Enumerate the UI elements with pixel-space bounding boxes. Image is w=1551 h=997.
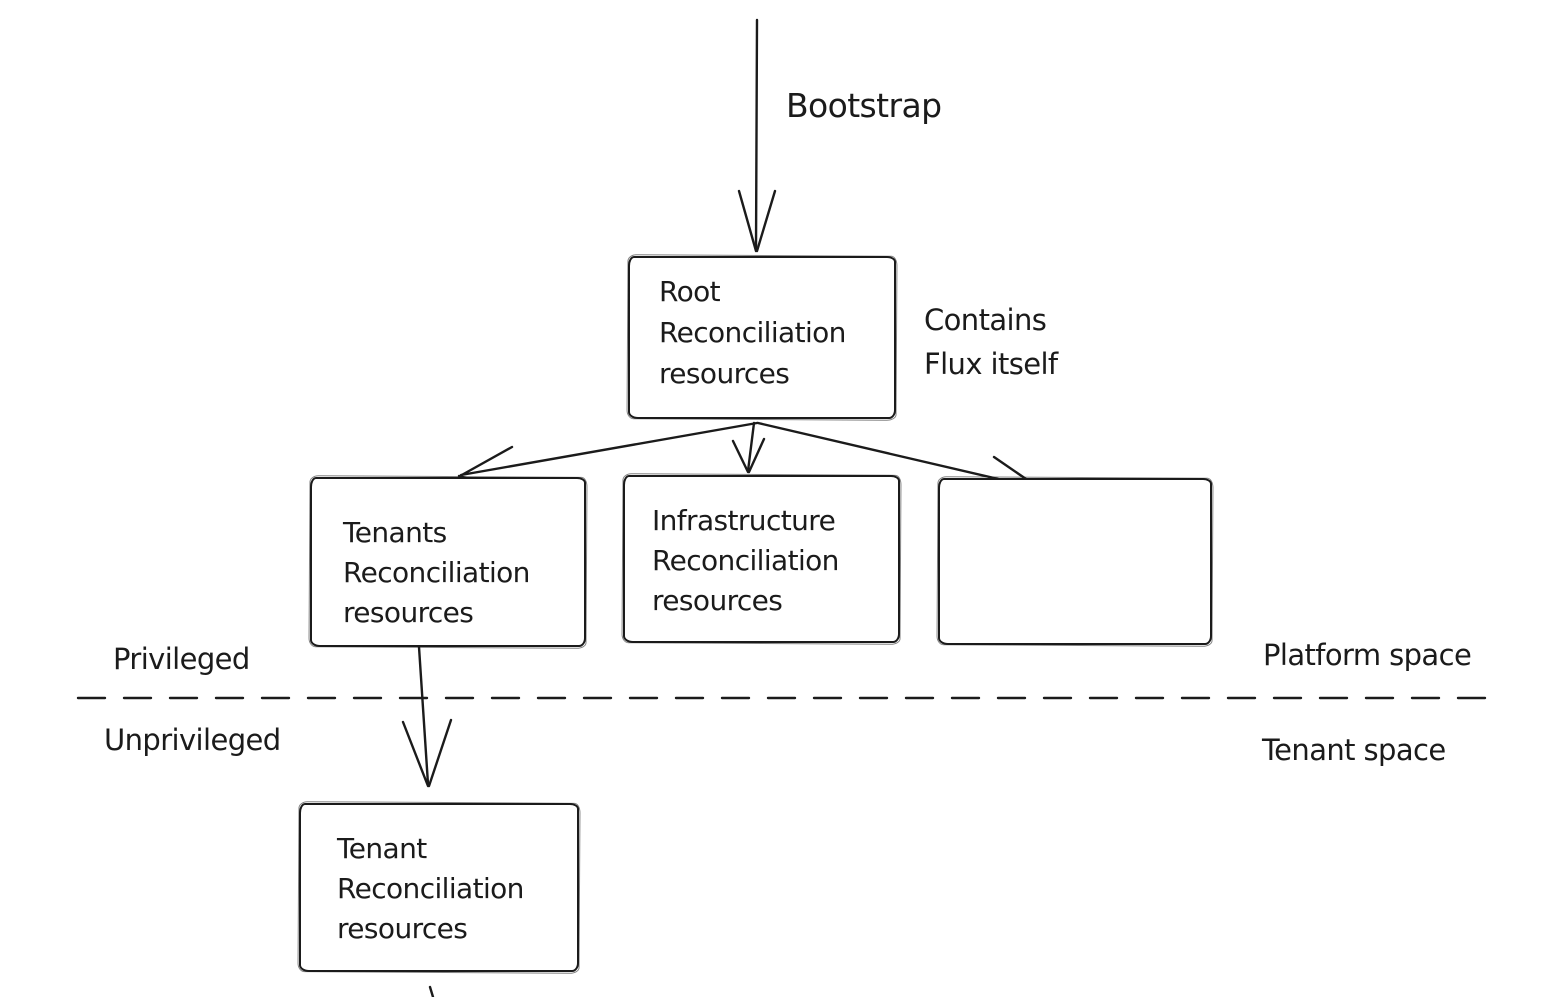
tenants-box-label: Tenants Reconciliation resources [343,516,530,629]
empty-box-label [940,480,1210,504]
arrow-barb [401,720,430,788]
unprivileged-label: Unprivileged [104,723,281,757]
bootstrap-arrow [737,18,777,253]
infrastructure-box-label: Infrastructure Reconciliation resources [652,504,839,617]
bootstrap-label: Bootstrap [786,86,942,125]
arrow-tenants-to-tenant [401,645,453,788]
arrow-shaft [746,421,756,473]
tenant-box: Tenant Reconciliation resources [299,803,579,972]
arrow-barb [427,718,453,788]
arrow-shaft [417,645,430,786]
tenant-box-label: Tenant Reconciliation resources [337,832,524,945]
arrow-barb [737,189,758,253]
arrow-barb [731,439,750,474]
tenant-space-label: Tenant space [1262,733,1446,767]
tenants-box: Tenants Reconciliation resources [310,477,586,647]
contains-flux-annotation: Contains Flux itself [924,303,1058,381]
arrow-barb [458,445,514,478]
bottom-arrow-stub [428,985,435,997]
platform-space-label: Platform space [1263,638,1472,672]
arrow-shaft [459,421,759,477]
root-box-label: Root Reconciliation resources [659,275,846,390]
arrow-barb [747,437,766,474]
empty-box [938,478,1212,645]
infrastructure-box: Infrastructure Reconciliation resources [623,475,900,643]
arrow-root-to-infrastructure [731,421,766,474]
privileged-label: Privileged [113,642,250,676]
arrow-shaft [754,18,759,252]
arrow-barb [755,189,777,253]
root-box: Root Reconciliation resources [628,256,896,419]
